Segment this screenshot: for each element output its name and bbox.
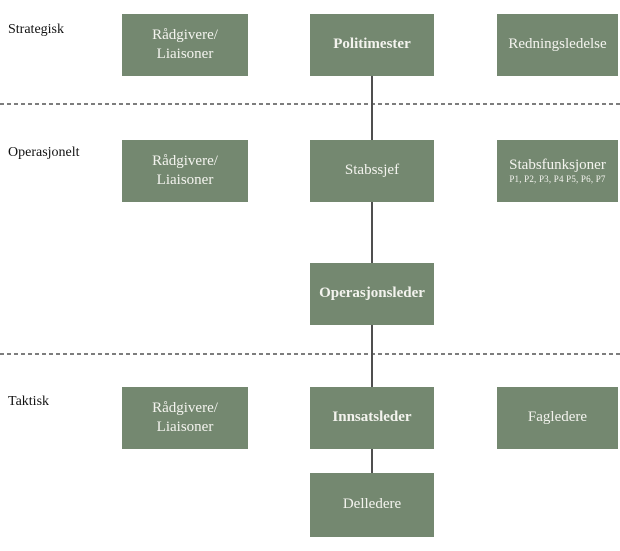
box-innsatsleder: Innsatsleder bbox=[310, 387, 434, 449]
box-label: Rådgivere/ Liaisoner bbox=[152, 26, 218, 63]
box-radgivere-liaisoner-operasjonelt: Rådgivere/ Liaisoner bbox=[122, 140, 248, 202]
box-operasjonsleder: Operasjonsleder bbox=[310, 263, 434, 325]
box-label: Fagledere bbox=[527, 409, 588, 426]
box-radgivere-liaisoner-strategisk: Rådgivere/ Liaisoner bbox=[122, 14, 248, 76]
box-redningsledelse: Redningsledelse bbox=[497, 14, 618, 76]
box-radgivere-liaisoner-taktisk: Rådgivere/ Liaisoner bbox=[122, 387, 248, 449]
tier-divider-strategic-operational bbox=[0, 103, 620, 105]
connector-operasjonsleder-innsatsleder bbox=[371, 325, 373, 387]
connector-innsatsleder-delledere bbox=[371, 447, 373, 473]
box-stabssjef: Stabssjef bbox=[310, 140, 434, 202]
tier-label-strategisk: Strategisk bbox=[8, 22, 64, 37]
box-label: Operasjonsleder bbox=[319, 285, 425, 302]
box-stabsfunksjoner: Stabsfunksjoner P1, P2, P3, P4 P5, P6, P… bbox=[497, 140, 618, 202]
box-sublabel: P1, P2, P3, P4 P5, P6, P7 bbox=[509, 174, 606, 185]
tier-label-taktisk: Taktisk bbox=[8, 394, 50, 409]
box-label: Stabsfunksjoner bbox=[509, 156, 606, 173]
tier-label-operasjonelt: Operasjonelt bbox=[8, 145, 80, 160]
tier-divider-operational-tactical bbox=[0, 353, 620, 355]
connector-stabssjef-operasjonsleder bbox=[371, 202, 373, 263]
box-fagledere: Fagledere bbox=[497, 387, 618, 449]
box-label: Innsatsleder bbox=[332, 409, 412, 426]
box-label: Rådgivere/ Liaisoner bbox=[152, 152, 218, 189]
connector-politimester-stabssjef bbox=[371, 76, 373, 140]
box-label: Redningsledelse bbox=[508, 36, 607, 53]
box-label: Stabssjef bbox=[344, 162, 400, 179]
box-delledere: Delledere bbox=[310, 473, 434, 537]
box-label: Rådgivere/ Liaisoner bbox=[152, 399, 218, 436]
box-politimester: Politimester bbox=[310, 14, 434, 76]
box-label: Delledere bbox=[342, 496, 402, 513]
box-label: Politimester bbox=[333, 36, 411, 53]
